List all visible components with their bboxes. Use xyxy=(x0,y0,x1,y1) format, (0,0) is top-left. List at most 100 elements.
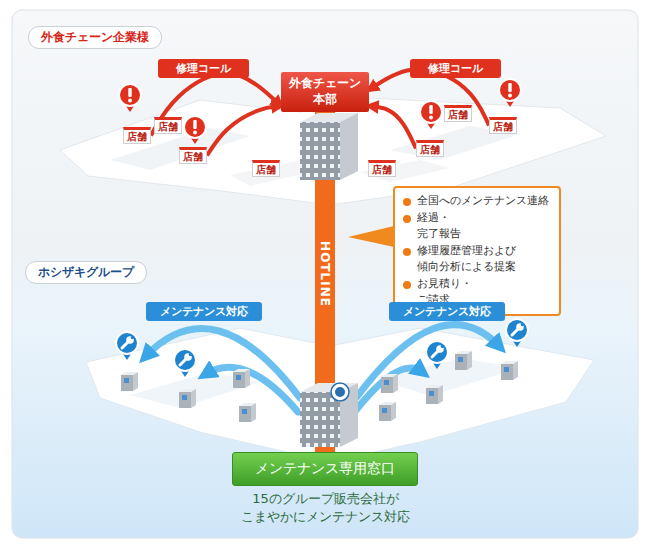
city-ground-bottom-part xyxy=(130,372,260,408)
city-ground-bottom xyxy=(86,328,594,462)
branch-building-part xyxy=(236,375,241,380)
maintenance-arrows-part xyxy=(356,368,422,410)
wrench-icon-part xyxy=(184,353,192,361)
branch-building-part xyxy=(391,402,396,421)
headquarters-box: 外食チェーン 本部 xyxy=(281,72,369,112)
hoshizaki-building-part xyxy=(335,387,345,397)
node-text: 店舗 xyxy=(127,130,147,143)
node-text: 外食チェーン 本部 xyxy=(289,76,361,107)
bullet-dot xyxy=(403,248,411,256)
branch-building-part xyxy=(379,405,391,421)
node-text: メンテナンス専用窓口 xyxy=(255,460,395,478)
alert-icon xyxy=(119,84,141,112)
node-text: 店舗 xyxy=(256,163,276,176)
store-sign: 店舗 xyxy=(123,127,151,144)
city-ground-bottom-part xyxy=(380,358,520,396)
branch-building-part xyxy=(179,392,191,408)
store-sign: 店舗 xyxy=(154,117,182,134)
hoshizaki-building-part xyxy=(300,392,340,447)
node-text: 店舗 xyxy=(448,108,468,121)
branch-building-part xyxy=(121,375,133,391)
node-text: ホシザキグループ xyxy=(38,264,134,281)
hq-building xyxy=(300,113,358,180)
wrench-icon-part xyxy=(426,341,448,363)
branch-building-part xyxy=(458,357,463,362)
group-note: 15のグループ販売会社が こまやかにメンテナンス対応 xyxy=(241,490,410,525)
store-sign: 店舗 xyxy=(252,160,280,177)
maintenance-window-box: メンテナンス専用窓口 xyxy=(232,452,418,486)
hq-building-part xyxy=(340,113,358,180)
branch-building xyxy=(455,351,472,370)
city-ground-top-part xyxy=(360,160,450,182)
alert-icon-part xyxy=(193,120,196,129)
branch-building xyxy=(379,402,396,421)
bullet-dot xyxy=(403,215,411,223)
hq-building-part xyxy=(300,122,340,180)
wrench-icon-part xyxy=(126,336,134,344)
wrench-icon-part xyxy=(506,319,528,341)
node-text: 店舗 xyxy=(420,143,440,156)
client-region-tab: 外食チェーン企業様 xyxy=(28,26,162,49)
branch-building-part xyxy=(191,389,196,408)
alert-icon xyxy=(184,116,206,144)
branch-building-part xyxy=(233,372,245,388)
callout-text: 全国へのメンテナンス連絡 xyxy=(417,193,549,210)
branch-building-part xyxy=(513,361,518,380)
branch-building-part xyxy=(245,369,250,388)
alert-icon xyxy=(420,101,442,129)
maintenance-banner: メンテナンス対応 xyxy=(389,302,505,321)
branch-building-part xyxy=(426,388,438,404)
panel xyxy=(12,10,638,538)
node-text: 店舗 xyxy=(183,150,203,163)
alert-icon-part xyxy=(429,105,432,114)
branch-building xyxy=(233,369,250,388)
repair-call-arrow xyxy=(207,106,281,156)
branch-building xyxy=(381,374,398,393)
branch-building-part xyxy=(438,385,443,404)
branch-building xyxy=(121,372,138,391)
branch-building-part xyxy=(393,374,398,393)
node-text: 店舗 xyxy=(372,163,392,176)
store-sign: 店舗 xyxy=(416,140,444,157)
wrench-icon xyxy=(116,332,138,360)
maintenance-banner: メンテナンス対応 xyxy=(146,302,262,321)
alert-icon-part xyxy=(193,131,197,135)
branch-building-part xyxy=(467,351,472,370)
store-sign: 店舗 xyxy=(489,117,517,134)
callout-item: 経過・完了報告 xyxy=(403,210,549,243)
branch-building-part xyxy=(504,367,509,372)
group-region-tab: ホシザキグループ xyxy=(25,261,147,284)
callout-text: 修理履歴管理および 傾向分析による提案 xyxy=(417,243,516,276)
hoshizaki-building-part xyxy=(300,392,340,447)
wrench-icon-part xyxy=(131,336,135,340)
hoshizaki-building-part xyxy=(331,383,349,401)
service-callout: 全国へのメンテナンス連絡経過・完了報告修理履歴管理および 傾向分析による提案お見… xyxy=(393,186,561,316)
hotline-label: HOTLINE xyxy=(318,237,332,311)
store-sign: 店舗 xyxy=(444,105,472,122)
alert-icon-part xyxy=(128,99,132,103)
alert-icon-part xyxy=(508,94,512,98)
branch-building-part xyxy=(381,377,393,393)
branch-building-part xyxy=(133,372,138,391)
node-text: 店舗 xyxy=(158,120,178,133)
maintenance-arrows-part xyxy=(206,367,298,412)
wrench-icon-part xyxy=(441,345,445,349)
callout-text: 経過・完了報告 xyxy=(417,210,461,243)
store-sign: 店舗 xyxy=(179,147,207,164)
repair-call-arrow xyxy=(151,73,281,135)
branch-building-part xyxy=(455,354,467,370)
callout-item: 全国へのメンテナンス連絡 xyxy=(403,193,549,210)
wrench-icon-part xyxy=(189,353,193,357)
node-text: 店舗 xyxy=(493,120,513,133)
branch-building-part xyxy=(501,364,513,380)
repair-call-banner: 修理コール xyxy=(158,59,249,78)
branch-building-part xyxy=(251,403,256,422)
repair-call-banner: 修理コール xyxy=(410,59,501,78)
hoshizaki-building xyxy=(300,383,358,447)
alert-icon-part xyxy=(184,116,206,138)
branch-building xyxy=(501,361,518,380)
callout-item: 修理履歴管理および 傾向分析による提案 xyxy=(403,243,549,276)
city-ground-bottom-part xyxy=(86,328,594,462)
store-sign: 店舗 xyxy=(368,160,396,177)
